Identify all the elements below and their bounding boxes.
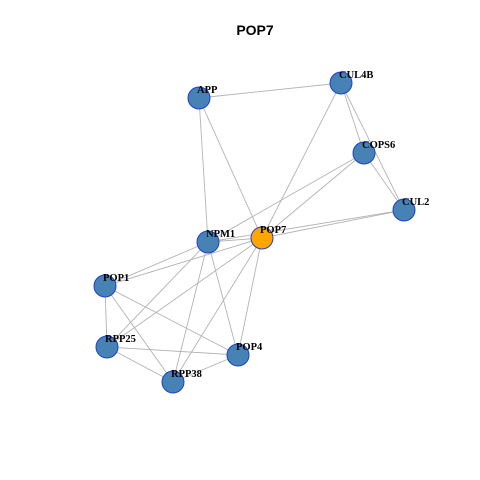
edge-npm1-pop1: [104, 241, 209, 287]
edge-cul2-pop7: [261, 209, 405, 239]
edge-npm1-pop4: [207, 241, 239, 356]
edge-pop1-rpp38: [104, 285, 174, 383]
node-pop1: POP1: [93, 273, 129, 298]
node-label-npm1: NPM1: [206, 229, 235, 240]
edge-cops6-pop7: [261, 152, 365, 239]
node-label-app: APP: [197, 85, 218, 96]
node-circle-pop1: [93, 274, 117, 298]
edge-cul2-npm1: [207, 209, 405, 243]
edge-app-npm1: [198, 97, 209, 243]
node-app: APP: [187, 85, 218, 110]
node-circle-cops6: [352, 141, 376, 165]
node-label-cul4b: CUL4B: [339, 70, 373, 81]
node-circle-rpp38: [161, 370, 185, 394]
node-label-rpp38: RPP38: [171, 369, 202, 380]
node-circle-cul2: [392, 198, 416, 222]
graph-title: POP7: [236, 22, 274, 38]
node-cul2: CUL2: [392, 197, 429, 222]
edge-app-pop7: [198, 97, 263, 239]
edge-pop7-pop4: [237, 237, 263, 356]
node-circle-rpp25: [95, 335, 119, 359]
node-label-rpp25: RPP25: [105, 334, 136, 345]
node-circle-cul4b: [329, 71, 353, 95]
node-pop7: POP7: [250, 225, 286, 250]
node-pop4: POP4: [226, 342, 263, 367]
edge-npm1-rpp38: [172, 241, 209, 383]
node-label-pop4: POP4: [236, 342, 263, 353]
node-circle-npm1: [196, 230, 220, 254]
edge-cul4b-cops6: [340, 82, 365, 154]
edge-pop7-rpp38: [172, 237, 263, 383]
node-circle-pop7: [250, 226, 274, 250]
node-label-pop1: POP1: [103, 273, 129, 284]
edge-pop7-rpp25: [106, 237, 263, 348]
node-label-cops6: COPS6: [362, 140, 395, 151]
node-circle-pop4: [226, 343, 250, 367]
edge-cops6-cul2: [363, 152, 405, 211]
node-rpp38: RPP38: [161, 369, 202, 394]
edge-rpp25-pop4: [106, 346, 239, 356]
node-rpp25: RPP25: [95, 334, 136, 359]
edge-pop7-pop1: [104, 237, 263, 287]
node-label-pop7: POP7: [260, 225, 286, 236]
edge-pop1-pop4: [104, 285, 239, 356]
node-circle-app: [187, 86, 211, 110]
edge-pop4-rpp38: [172, 354, 239, 383]
edge-app-cul4b: [198, 82, 342, 99]
node-cul4b: CUL4B: [329, 70, 373, 95]
node-cops6: COPS6: [352, 140, 395, 165]
edge-cops6-npm1: [207, 152, 365, 243]
edge-cul4b-pop7: [261, 82, 342, 239]
edge-rpp25-rpp38: [106, 346, 174, 383]
node-label-cul2: CUL2: [402, 197, 429, 208]
node-npm1: NPM1: [196, 229, 235, 254]
